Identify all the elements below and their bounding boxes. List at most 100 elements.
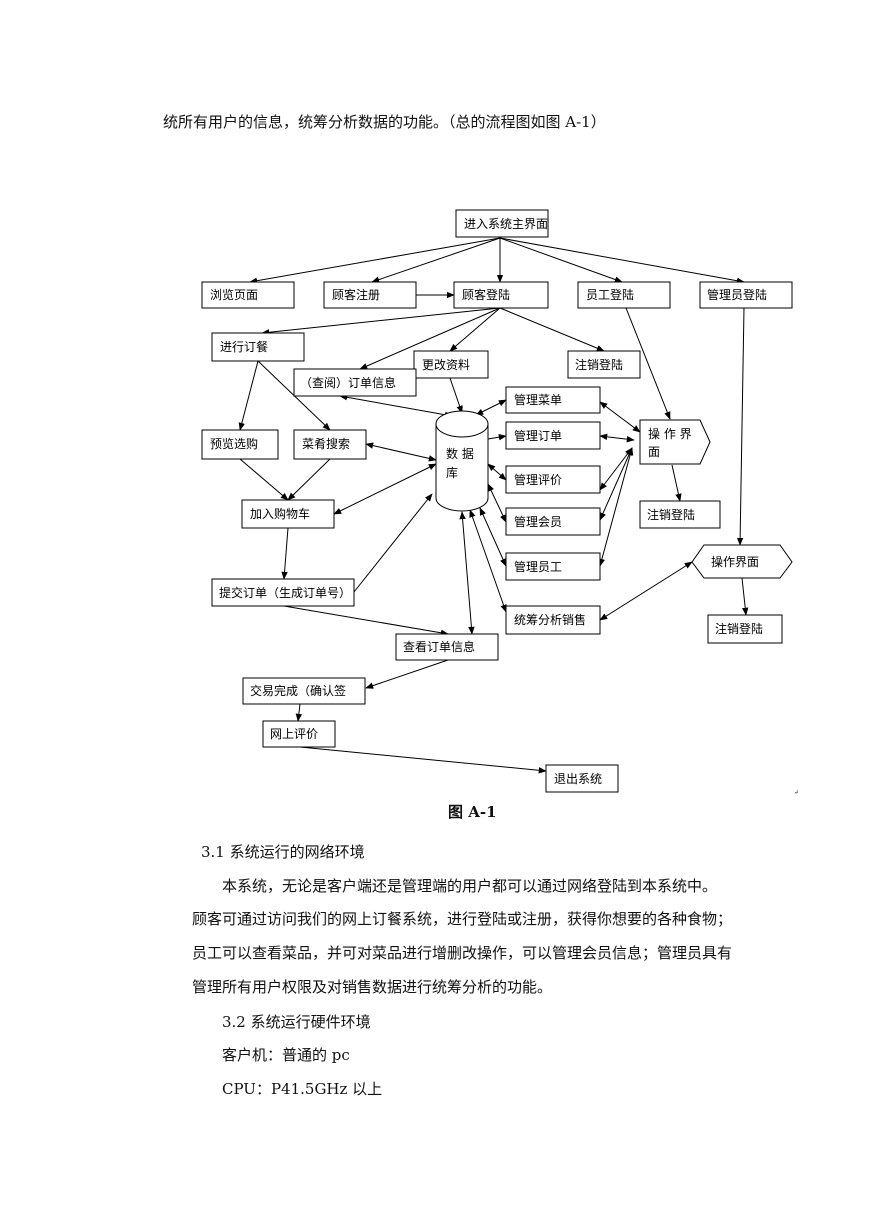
node-logout-customer: 注销登陆 (567, 350, 641, 379)
edge-analytics-db (469, 509, 507, 613)
edge-review-exit (299, 746, 547, 774)
node-customer-login: 顾客登陆 (453, 281, 549, 309)
edge-check-db (459, 511, 475, 635)
edge-ui-orders (599, 433, 635, 443)
intro-text: 统所有用户的信息，统筹分析数据的功能。（总的流程图如图 A-1） (163, 113, 606, 131)
node-logout-staff: 注销登陆 (639, 500, 721, 529)
edge-login-logout (499, 307, 605, 352)
node-register: 顾客注册 (323, 281, 417, 309)
edge-admin-ui-logout (741, 577, 749, 616)
paragraph-mark: ↲ (794, 789, 799, 796)
edge-view-db (339, 394, 453, 418)
edge-menu-db (475, 399, 507, 416)
svg-text:顾客注册: 顾客注册 (332, 287, 380, 302)
node-review: 网上评价 (262, 720, 336, 748)
svg-text:（查阅）订单信息: （查阅）订单信息 (300, 375, 396, 390)
svg-text:管理员工: 管理员工 (514, 559, 562, 574)
edge-done-review (295, 703, 303, 722)
node-manage-members: 管理会员 (505, 507, 601, 536)
svg-text:加入购物车: 加入购物车 (250, 506, 310, 521)
svg-text:查看订单信息: 查看订单信息 (403, 639, 475, 654)
edge-search-cart (287, 458, 331, 501)
svg-text:操 作 界: 操 作 界 (648, 426, 692, 441)
figure-caption: 图 A-1 (448, 803, 497, 821)
svg-text:浏览页面: 浏览页面 (210, 287, 258, 302)
svg-text:操作界面: 操作界面 (711, 554, 759, 569)
node-logout-admin: 注销登陆 (707, 614, 783, 644)
svg-text:注销登陆: 注销登陆 (647, 507, 695, 522)
node-admin-ui: 操作界面 (691, 544, 793, 579)
node-exit: 退出系统 (545, 764, 619, 793)
svg-text:网上评价: 网上评价 (270, 727, 318, 741)
edge-admin-login-ui (736, 307, 745, 546)
svg-text:进入系统主界面: 进入系统主界面 (464, 217, 548, 231)
section-3-1-heading: 3.1 系统运行的网络环境 (201, 843, 365, 861)
edge-enter-browse (249, 237, 501, 284)
node-manage-orders: 管理订单 (505, 421, 601, 450)
edge-ui-menu (599, 401, 641, 433)
edge-members-db (487, 483, 507, 523)
edge-staff-db (479, 507, 507, 567)
node-cart: 加入购物车 (241, 499, 335, 529)
svg-text:更改资料: 更改资料 (422, 358, 470, 372)
edge-order-preview (238, 360, 259, 431)
svg-text:注销登陆: 注销登陆 (575, 357, 623, 372)
edge-reviews-db (487, 463, 507, 481)
edge-ui-logout (671, 464, 682, 502)
edge-submit-check (283, 605, 449, 636)
node-submit-order: 提交订单（生成订单号） (211, 578, 355, 607)
svg-text:菜肴搜索: 菜肴搜索 (302, 436, 350, 451)
node-preview: 预览选购 (201, 429, 279, 460)
svg-text:交易完成（确认签: 交易完成（确认签 (250, 683, 346, 698)
cpu-spec: CPU：P41.5GHz 以上 (222, 1080, 383, 1098)
client-spec: 客户机：普通的 pc (222, 1046, 350, 1064)
edge-search-db (365, 442, 437, 462)
edge-enter-admin-login (499, 237, 745, 284)
edge-login-edit (449, 307, 501, 352)
section-3-1-line-2: 顾客可通过访问我们的网上订餐系统，进行登陆或注册，获得你想要的各种食物； (192, 910, 733, 928)
node-edit-profile: 更改资料 (413, 350, 489, 379)
edge-login-order (261, 307, 501, 336)
node-done: 交易完成（确认签 (242, 677, 366, 705)
svg-text:预览选购: 预览选购 (210, 436, 258, 451)
svg-text:顾客登陆: 顾客登陆 (462, 287, 510, 302)
edge-check-done (365, 659, 449, 689)
svg-text:库: 库 (446, 465, 458, 480)
edge-cart-db (333, 463, 437, 515)
edge-cart-submit (281, 527, 289, 580)
edge-login-view (359, 307, 501, 370)
edge-submit-db (353, 493, 433, 593)
edge-ui-staff (598, 447, 634, 567)
svg-text:数 据: 数 据 (446, 446, 474, 461)
edge-enter-register (371, 237, 501, 283)
svg-text:统筹分析销售: 统筹分析销售 (514, 612, 586, 627)
node-browse: 浏览页面 (201, 281, 295, 309)
node-check-order: 查看订单信息 (395, 633, 499, 661)
edge-enter-staff-login (499, 237, 623, 283)
svg-text:管理评价: 管理评价 (514, 472, 562, 487)
svg-text:管理员登陆: 管理员登陆 (707, 287, 767, 302)
section-3-1-line-3: 员工可以查看菜品，并可对菜品进行增删改操作，可以管理会员信息；管理员具有 (192, 944, 733, 962)
svg-text:面: 面 (648, 445, 660, 459)
section-3-1-line-4: 管理所有用户权限及对销售数据进行统筹分析的功能。 (192, 978, 553, 996)
svg-text:注销登陆: 注销登陆 (715, 621, 763, 636)
edge-edit-db (449, 377, 463, 414)
svg-text:管理会员: 管理会员 (514, 514, 562, 529)
node-manage-staff: 管理员工 (505, 552, 601, 581)
svg-text:管理菜单: 管理菜单 (514, 392, 562, 407)
node-staff-ui: 操 作 界 面 (639, 419, 711, 465)
svg-text:进行订餐: 进行订餐 (220, 339, 268, 354)
node-manage-menu: 管理菜单 (505, 386, 601, 414)
svg-text:退出系统: 退出系统 (554, 772, 602, 786)
edge-admin-ui-analytics (599, 561, 693, 621)
edge-preview-cart (239, 458, 289, 501)
node-admin-login: 管理员登陆 (699, 281, 793, 309)
flowchart-edges (238, 237, 749, 774)
section-3-1-line-1: 本系统，无论是客户端还是管理端的用户都可以通过网络登陆到本系统中。 (222, 877, 718, 895)
node-order-meal: 进行订餐 (211, 332, 305, 362)
svg-text:管理订单: 管理订单 (514, 428, 562, 443)
node-analytics: 统筹分析销售 (505, 605, 601, 635)
node-manage-reviews: 管理评价 (505, 465, 601, 494)
svg-text:提交订单（生成订单号）: 提交订单（生成订单号） (219, 585, 351, 600)
